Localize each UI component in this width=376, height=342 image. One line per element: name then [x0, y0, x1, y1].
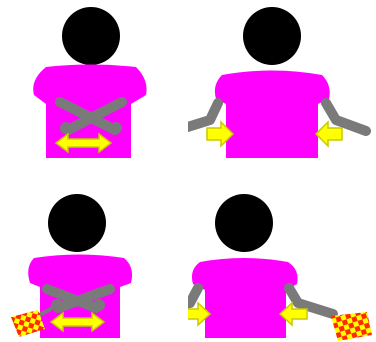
signal-panel-3 [0, 171, 188, 342]
signal-figure-3 [0, 171, 188, 342]
body [192, 258, 298, 338]
signal-figure-1 [0, 0, 188, 171]
signal-figure-4 [188, 171, 376, 342]
head [62, 7, 120, 65]
right-hand [110, 122, 122, 134]
person-icon [28, 194, 132, 338]
left-arm [188, 288, 198, 311]
head [243, 7, 301, 65]
head [48, 194, 106, 252]
body [215, 71, 330, 159]
right-hand [93, 299, 105, 311]
signal-figure-2 [188, 0, 376, 171]
left-arm [188, 103, 218, 131]
signal-flag-icon [331, 312, 372, 341]
person-icon [188, 194, 333, 338]
signal-panel-4 [188, 171, 376, 342]
signal-panel-1 [0, 0, 188, 171]
left-hand [60, 122, 72, 134]
person-icon [33, 7, 146, 158]
right-arm [326, 103, 366, 131]
signal-panel-2 [188, 0, 376, 171]
head [215, 194, 273, 252]
